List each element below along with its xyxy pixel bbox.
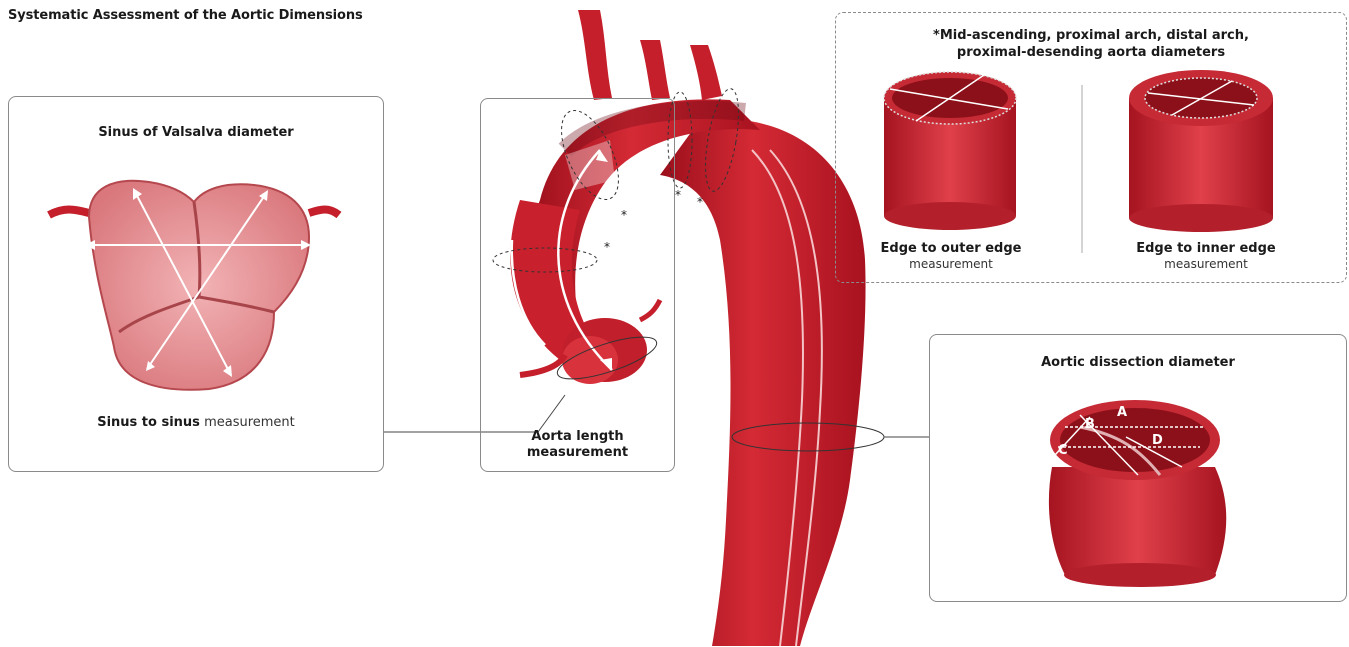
sinus-of-valsalva-panel: Sinus of Valsalva diameter Sinus to sinu… (8, 96, 384, 472)
dissection-label-b: B (1085, 417, 1095, 432)
aorta-length-panel: Aorta length measurement (480, 98, 675, 472)
edge-inner-title: Edge to inner edge (1136, 241, 1275, 256)
edge-outer-title: Edge to outer edge (881, 241, 1022, 256)
edge-inner-caption: Edge to inner edge measurement (1131, 241, 1281, 271)
asterisk-marker: * (697, 195, 703, 209)
sinus-panel-caption: Sinus to sinus measurement (9, 415, 383, 430)
sinus-caption-bold: Sinus to sinus (97, 415, 200, 430)
dissection-label-a: A (1117, 405, 1127, 420)
dissection-tube-illustration (930, 335, 1348, 603)
asterisk-marker: * (675, 188, 681, 202)
edge-outer-sub: measurement (876, 257, 1026, 271)
aortic-dissection-panel: Aortic dissection diameter A B C D (929, 334, 1347, 602)
dissection-label-d: D (1152, 433, 1163, 448)
carotid-vessel (640, 40, 670, 100)
edge-outer-caption: Edge to outer edge measurement (876, 241, 1026, 271)
aorta-length-line2: measurement (481, 445, 674, 461)
edge-inner-sub: measurement (1131, 257, 1281, 271)
sinus-caption-light: measurement (200, 415, 295, 430)
aorta-length-line1: Aorta length (481, 429, 674, 445)
brachiocephalic-vessel (578, 10, 612, 100)
dissection-label-c: C (1058, 443, 1068, 458)
aorta-diameters-panel: *Mid-ascending, proximal arch, distal ar… (835, 12, 1347, 283)
subclavian-vessel (690, 45, 722, 100)
aorta-length-caption: Aorta length measurement (481, 429, 674, 461)
